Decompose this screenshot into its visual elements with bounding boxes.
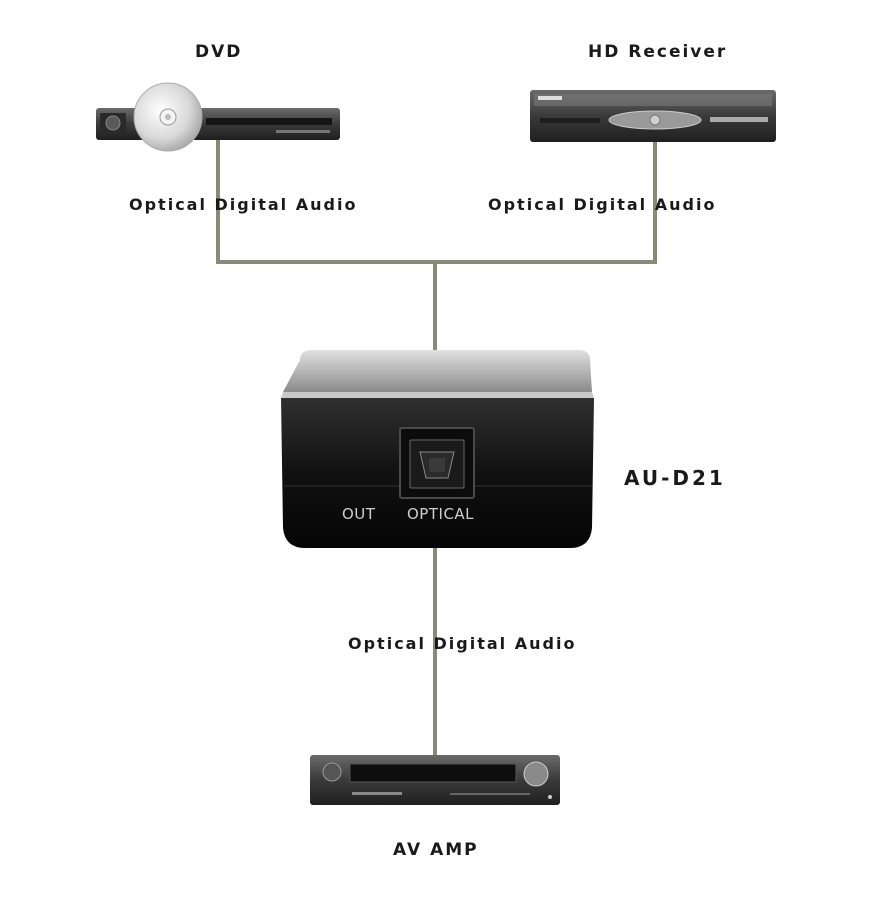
cable-dvd [216,140,435,264]
au-d21-label: AU-D21 [624,466,726,490]
dvd-label: DVD [195,42,243,62]
hd-receiver-label: HD Receiver [588,42,728,62]
receiver-connection-label: Optical Digital Audio [488,195,717,214]
cable-receiver [435,142,657,264]
amp-connection-label: Optical Digital Audio [348,634,577,653]
av-amp-label: AV AMP [393,840,479,860]
port-out-label: OUT [342,505,376,523]
dvd-connection-label: Optical Digital Audio [129,195,358,214]
port-optical-label: OPTICAL [407,505,475,523]
